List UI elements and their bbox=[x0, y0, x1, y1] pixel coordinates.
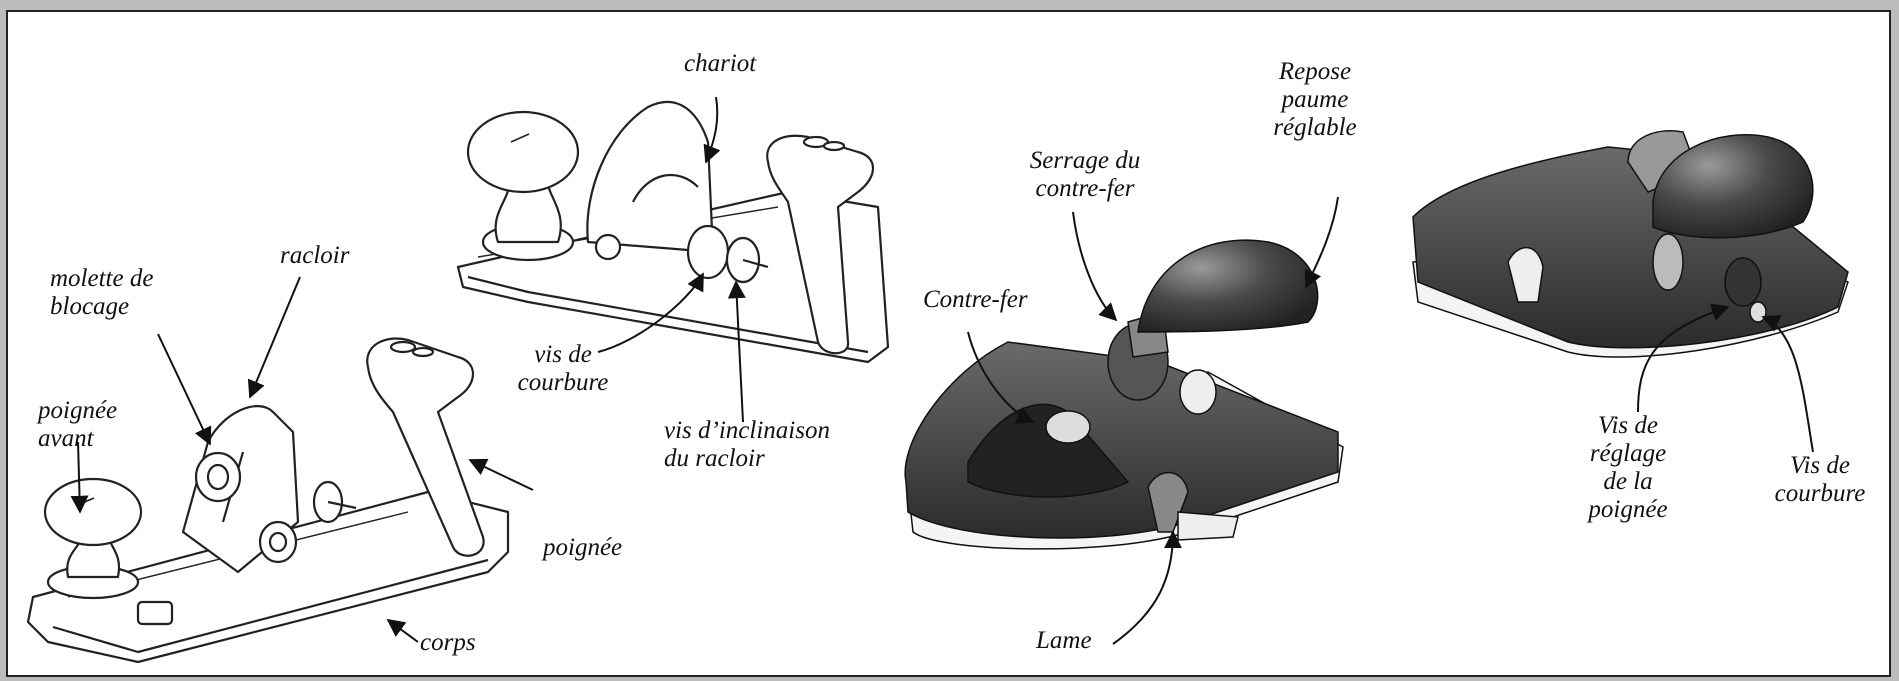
label-poignee: poignée bbox=[543, 534, 622, 562]
label-serrage-contre-fer: Serrage du contre-fer bbox=[1010, 147, 1160, 203]
scraper-plane-top bbox=[458, 102, 888, 362]
label-molette-de-blocage: molette de blocage bbox=[50, 265, 153, 321]
scraper-plane-bottom bbox=[28, 339, 508, 662]
label-contre-fer: Contre-fer bbox=[923, 286, 1028, 314]
label-poignee-avant: poignée avant bbox=[38, 397, 117, 453]
label-corps: corps bbox=[420, 629, 476, 657]
label-vis-de-courbure-right: Vis de courbure bbox=[1760, 452, 1880, 508]
figure-panel: chariot racloir molette de blocage poign… bbox=[6, 10, 1891, 677]
label-vis-de-reglage: Vis de réglage de la poignée bbox=[1568, 412, 1688, 524]
label-repose-paume: Repose paume réglable bbox=[1250, 58, 1380, 142]
label-lame: Lame bbox=[1036, 627, 1092, 655]
label-racloir: racloir bbox=[280, 242, 349, 270]
label-vis-de-courbure-left: vis de courbure bbox=[503, 341, 623, 397]
tools-illustration bbox=[8, 12, 1893, 679]
label-chariot: chariot bbox=[684, 50, 756, 78]
block-plane-right bbox=[1413, 131, 1848, 357]
label-vis-inclinaison: vis d’inclinaison du racloir bbox=[664, 417, 830, 473]
